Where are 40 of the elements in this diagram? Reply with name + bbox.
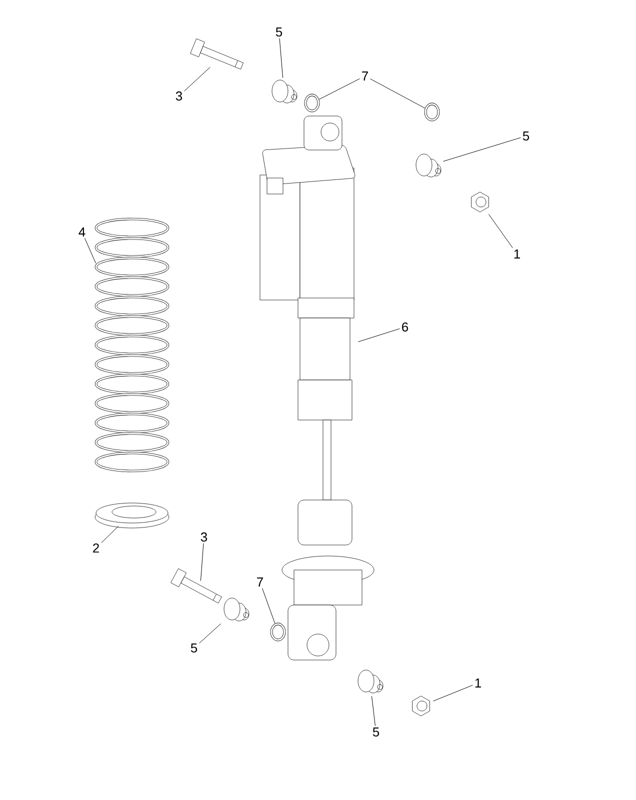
leader-line xyxy=(262,588,276,624)
callout-number: 2 xyxy=(93,543,99,553)
callout-number: 3 xyxy=(200,532,208,542)
callout-number: 5 xyxy=(522,131,530,141)
callout-number: 3 xyxy=(176,91,182,101)
leader-line xyxy=(371,696,376,726)
leader-line xyxy=(358,328,400,342)
leader-line xyxy=(200,543,204,582)
callout-number: 6 xyxy=(402,322,408,332)
spring-seat-drawing xyxy=(94,502,170,528)
callout-number: 5 xyxy=(276,27,282,37)
leader-line xyxy=(101,526,119,544)
leader-line xyxy=(84,238,96,264)
callout-number: 7 xyxy=(257,578,263,586)
leader-line xyxy=(318,78,360,100)
nut-drawing xyxy=(412,696,430,716)
washer-drawing xyxy=(304,94,320,112)
callout-number: 5 xyxy=(190,643,198,653)
callout-number: 5 xyxy=(372,727,380,737)
bushing-drawing xyxy=(416,154,442,178)
leader-line xyxy=(199,624,222,644)
leader-line xyxy=(370,78,426,108)
leader-line xyxy=(488,214,513,248)
bolt-drawing xyxy=(170,568,222,604)
leader-line xyxy=(184,66,210,92)
spring-drawing xyxy=(94,218,170,472)
nut-drawing xyxy=(471,192,489,212)
washer-drawing xyxy=(424,102,440,122)
callout-number: 1 xyxy=(514,250,520,258)
bushing-drawing xyxy=(224,598,250,622)
callout-number: 1 xyxy=(475,678,481,688)
bushing-drawing xyxy=(358,670,384,694)
bushing-drawing xyxy=(272,80,298,104)
callout-number: 4 xyxy=(78,228,86,236)
washer-drawing xyxy=(270,622,286,642)
bolt-drawing xyxy=(190,38,244,70)
callout-number: 7 xyxy=(362,72,368,80)
leader-line xyxy=(432,684,473,702)
leader-line xyxy=(279,38,284,78)
leader-line xyxy=(442,137,521,162)
